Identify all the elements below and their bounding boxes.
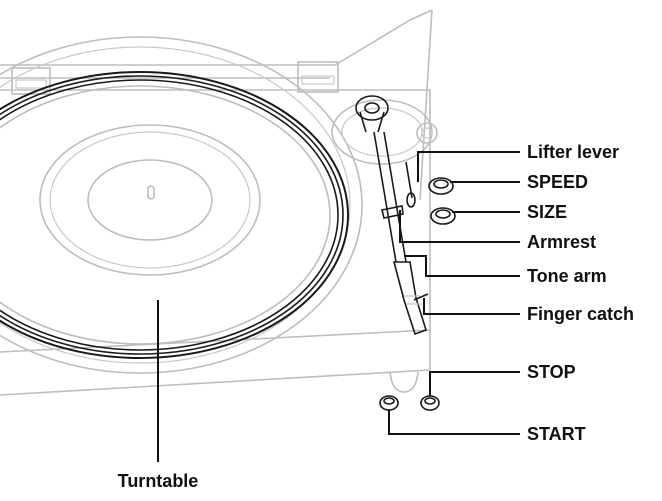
label-size: SIZE [527, 202, 567, 222]
counterweight [355, 95, 389, 121]
start-button-top [383, 397, 395, 405]
right-hinge [297, 61, 339, 93]
label-lifter-lever: Lifter lever [527, 142, 619, 162]
leader-start [388, 410, 520, 435]
leader-armrest [399, 210, 520, 243]
label-stop: STOP [527, 362, 576, 382]
lid-side-edge [419, 9, 433, 201]
platter-rim-1 [0, 71, 349, 359]
label-turntable: Turntable [118, 471, 199, 491]
stop-button-top [424, 397, 436, 405]
left-hinge-detail [15, 79, 47, 89]
base-knob-center [421, 127, 433, 139]
platter-rim-3 [0, 79, 339, 351]
label-tone-arm: Tone arm [527, 266, 607, 286]
base-front [0, 329, 431, 396]
leader-stop [429, 371, 520, 396]
platter-recess-outer [0, 36, 363, 374]
spindle [147, 185, 155, 200]
speed-knob-top [433, 179, 449, 189]
label-armrest: Armrest [527, 232, 596, 252]
size-knob [430, 207, 456, 225]
label-speed: SPEED [527, 172, 588, 192]
turntable-platter [0, 71, 349, 359]
headshell-detail [404, 295, 422, 305]
size-knob-top [435, 209, 451, 219]
base-foot [389, 371, 419, 393]
leader-lines [157, 151, 520, 462]
lifter-lever-part [405, 161, 413, 199]
arm-base-inner [341, 107, 423, 157]
headshell [392, 261, 427, 336]
base-knob [416, 122, 438, 144]
platter-label-ring-inner [49, 131, 251, 269]
deck-right-edge [336, 89, 431, 330]
leader-finger-catch [423, 298, 520, 315]
platter-center-label [87, 159, 213, 241]
finger-catch-part [413, 293, 429, 301]
tone-arm-assembly [331, 95, 456, 336]
leader-lifter-lever [417, 151, 520, 182]
platter-label-ring-outer [39, 124, 261, 276]
front-buttons [379, 395, 440, 411]
leader-tone-arm [404, 255, 520, 277]
arm-tube [373, 131, 407, 263]
right-hinge-detail [301, 75, 335, 85]
label-finger-catch: Finger catch [527, 304, 634, 324]
speed-knob [428, 177, 454, 195]
lifter-lever-knob [406, 192, 416, 208]
armrest-part [381, 205, 404, 219]
platter-recess-inner [0, 46, 351, 364]
platter-mat-edge [0, 85, 331, 345]
label-start: START [527, 424, 586, 444]
platter-rim-2 [0, 75, 344, 355]
counterweight-center [364, 102, 380, 114]
labels: Lifter lever SPEED SIZE Armrest Tone arm… [118, 142, 634, 491]
lid-top-edge [0, 9, 433, 66]
arm-pivot [359, 111, 385, 133]
player-body [0, 9, 433, 396]
